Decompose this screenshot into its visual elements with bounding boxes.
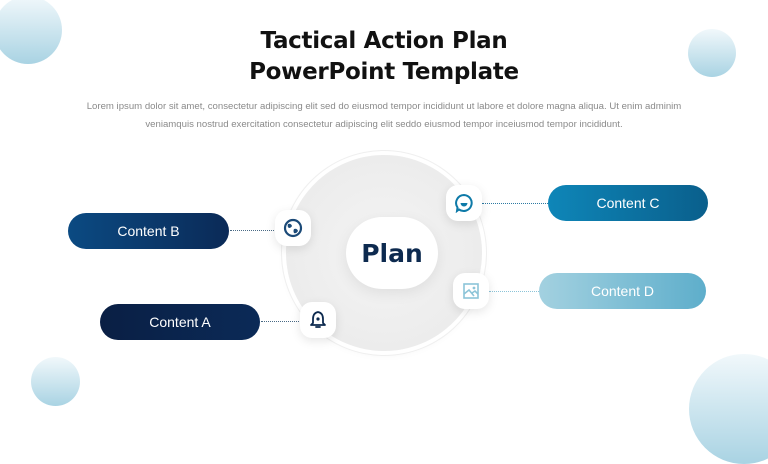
decorative-bubble-bottom-left	[31, 357, 80, 406]
connector-b	[230, 230, 276, 231]
chat-bubble-icon	[455, 193, 473, 213]
content-c-pill[interactable]: Content C	[548, 185, 708, 221]
chat-node[interactable]	[446, 185, 482, 221]
content-a-pill[interactable]: Content A	[100, 304, 260, 340]
decorative-bubble-bottom-right	[689, 354, 768, 464]
content-c-label: Content C	[596, 195, 660, 211]
connector-c	[482, 203, 548, 204]
title-line-2: PowerPoint Template	[249, 59, 519, 85]
center-plan-label: Plan	[346, 217, 438, 289]
bell-icon	[310, 311, 326, 328]
image-icon	[463, 283, 479, 299]
content-b-label: Content B	[117, 223, 180, 239]
content-d-label: Content D	[590, 283, 655, 299]
title-line-1: Tactical Action Plan	[260, 28, 508, 54]
slide-title: Tactical Action Plan PowerPoint Template	[0, 26, 768, 88]
connector-a	[261, 321, 299, 322]
bell-node[interactable]	[300, 302, 336, 338]
globe-icon	[283, 218, 303, 238]
decorative-bubble-top-left	[0, 0, 62, 64]
content-a-label: Content A	[149, 314, 211, 330]
slide-description: Lorem ipsum dolor sit amet, consectetur …	[86, 101, 682, 130]
image-node[interactable]	[453, 273, 489, 309]
globe-node[interactable]	[275, 210, 311, 246]
content-d-pill[interactable]: Content D	[539, 273, 706, 309]
connector-d	[489, 291, 539, 292]
decorative-bubble-top-right	[688, 29, 736, 77]
content-b-pill[interactable]: Content B	[68, 213, 229, 249]
